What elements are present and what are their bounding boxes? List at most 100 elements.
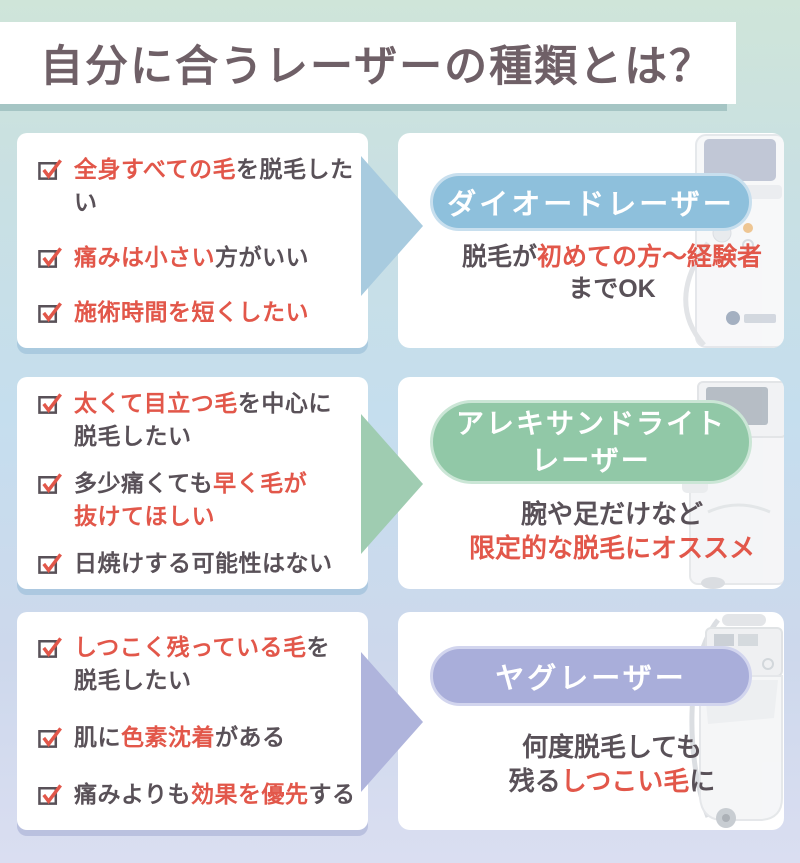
laser-name: ヤグレーザー bbox=[495, 663, 687, 695]
text-line: 脱毛が初めての方〜経験者 bbox=[440, 241, 784, 273]
criteria-text: 多少痛くても早く毛が 抜けてほしい bbox=[74, 467, 307, 533]
result-panel-alexandrite: アレキサンドライト レーザー 腕や足だけなど 限定的な脱毛にオススメ bbox=[398, 377, 784, 589]
text-line: 限定的な脱毛にオススメ bbox=[440, 531, 784, 565]
text-segment: 脱毛したい bbox=[74, 667, 192, 693]
text-line: 施術時間を短くしたい bbox=[74, 296, 309, 329]
criteria-text: しつこく残っている毛を 脱毛したい bbox=[74, 631, 330, 697]
text-line: しつこく残っている毛を bbox=[74, 631, 330, 664]
checkbox-checked-icon bbox=[38, 784, 62, 805]
text-line: 全身すべての毛を脱毛したい bbox=[74, 153, 362, 219]
criteria-text: 痛みは小さい方がいい bbox=[74, 241, 309, 274]
laser-section-yag: しつこく残っている毛を 脱毛したい 肌に色素沈着がある 痛みよりも効果を優先する bbox=[0, 612, 800, 830]
checkbox-checked-icon bbox=[38, 158, 62, 180]
checkbox-checked-icon bbox=[38, 727, 62, 748]
checkbox-checked-icon bbox=[38, 552, 62, 574]
text-segment: 脱毛が bbox=[461, 243, 537, 271]
checkbox-checked-icon bbox=[38, 637, 62, 658]
text-segment: 太くて目立つ毛 bbox=[74, 389, 238, 416]
page-title-band: 自分に合うレーザーの種類とは？ bbox=[0, 22, 736, 104]
text-segment: 腕や足だけなど bbox=[520, 499, 703, 529]
yag-laser-machine-photo bbox=[689, 614, 783, 828]
arrow-right-icon bbox=[361, 652, 423, 792]
text-line: 脱毛したい bbox=[74, 664, 330, 697]
text-segment: 痛みは小さい bbox=[74, 243, 215, 270]
text-segment: 色素沈着 bbox=[121, 724, 215, 750]
text-segment: 日焼けする可能性はない bbox=[74, 549, 333, 576]
text-line: 残るしつこい毛に bbox=[440, 764, 784, 798]
text-line: 抜けてほしい bbox=[74, 500, 307, 533]
text-segment: 初めての方〜経験者 bbox=[537, 243, 763, 271]
text-line: までOK bbox=[440, 273, 784, 305]
arrow-right-icon bbox=[361, 414, 423, 554]
text-segment: しつこく残っている毛 bbox=[74, 634, 307, 660]
criteria-card-yag: しつこく残っている毛を 脱毛したい 肌に色素沈着がある 痛みよりも効果を優先する bbox=[17, 612, 368, 830]
checkbox-checked-icon bbox=[38, 301, 62, 323]
text-segment: 限定的な脱毛にオススメ bbox=[468, 533, 755, 563]
text-segment: 施術時間を短くしたい bbox=[74, 298, 309, 325]
laser-name: アレキサンドライト bbox=[455, 408, 726, 439]
criteria-card-alexandrite: 太くて目立つ毛を中心に 脱毛したい 多少痛くても早く毛が 抜けてほしい 日焼けす… bbox=[17, 377, 368, 589]
checkbox-checked-icon bbox=[38, 246, 62, 268]
result-panel-diode: ダイオードレーザー 脱毛が初めての方〜経験者 までOK bbox=[398, 133, 784, 348]
laser-name: ダイオードレーザー bbox=[447, 189, 735, 221]
criteria-item: 多少痛くても早く毛が 抜けてほしい bbox=[37, 467, 362, 533]
title-band-shadow bbox=[0, 104, 727, 111]
text-segment: までOK bbox=[568, 275, 656, 303]
criteria-item: 施術時間を短くしたい bbox=[37, 296, 362, 329]
text-segment: を中心に bbox=[237, 389, 332, 416]
text-segment: 脱毛したい bbox=[74, 422, 192, 449]
text-segment: する bbox=[308, 781, 356, 807]
criteria-text: 肌に色素沈着がある bbox=[74, 721, 286, 754]
text-line: 肌に色素沈着がある bbox=[74, 721, 286, 754]
criteria-text: 施術時間を短くしたい bbox=[74, 296, 309, 329]
laser-description: 何度脱毛しても 残るしつこい毛に bbox=[440, 730, 784, 798]
checkbox-checked-icon bbox=[38, 392, 62, 414]
text-line: 腕や足だけなど bbox=[440, 497, 784, 531]
text-segment: 早く毛が bbox=[213, 469, 308, 496]
text-segment: がある bbox=[215, 724, 286, 750]
criteria-item: 肌に色素沈着がある bbox=[37, 721, 362, 754]
laser-description: 腕や足だけなど 限定的な脱毛にオススメ bbox=[440, 497, 784, 565]
text-segment: 効果を優先 bbox=[191, 781, 309, 807]
criteria-text: 日焼けする可能性はない bbox=[74, 547, 333, 580]
checkbox-checked-icon bbox=[38, 472, 62, 494]
laser-description: 脱毛が初めての方〜経験者 までOK bbox=[440, 241, 784, 305]
text-segment: 方がいい bbox=[215, 243, 309, 270]
text-line: 日焼けする可能性はない bbox=[74, 547, 333, 580]
laser-name-pill-diode: ダイオードレーザー bbox=[430, 173, 752, 231]
criteria-text: 太くて目立つ毛を中心に 脱毛したい bbox=[74, 387, 332, 453]
criteria-text: 痛みよりも効果を優先する bbox=[74, 778, 356, 811]
text-line: 何度脱毛しても bbox=[440, 730, 784, 764]
criteria-item: 全身すべての毛を脱毛したい bbox=[37, 153, 362, 219]
result-panel-yag: ヤグレーザー 何度脱毛しても 残るしつこい毛に bbox=[398, 612, 784, 830]
text-segment: 抜けてほしい bbox=[74, 502, 215, 529]
criteria-card-diode: 全身すべての毛を脱毛したい 痛みは小さい方がいい 施術時間を短くしたい bbox=[17, 133, 368, 348]
laser-name-pill-alexandrite: アレキサンドライト レーザー bbox=[430, 400, 752, 484]
text-line: 痛みよりも効果を優先する bbox=[74, 778, 356, 811]
criteria-text: 全身すべての毛を脱毛したい bbox=[74, 153, 362, 219]
arrow-right-icon bbox=[361, 156, 423, 296]
criteria-item: 痛みよりも効果を優先する bbox=[37, 778, 362, 811]
laser-name-pill-yag: ヤグレーザー bbox=[430, 646, 752, 706]
text-segment: を脱毛したい bbox=[74, 155, 354, 215]
text-segment: 何度脱毛しても bbox=[522, 732, 702, 762]
laser-section-diode: 全身すべての毛を脱毛したい 痛みは小さい方がいい 施術時間を短くしたい bbox=[0, 133, 800, 348]
criteria-item: 日焼けする可能性はない bbox=[37, 547, 362, 580]
criteria-item: しつこく残っている毛を 脱毛したい bbox=[37, 631, 362, 697]
text-segment: 痛みよりも bbox=[74, 781, 192, 807]
criteria-item: 痛みは小さい方がいい bbox=[37, 241, 362, 274]
text-line: 多少痛くても早く毛が bbox=[74, 467, 307, 500]
text-segment: 肌に bbox=[74, 724, 121, 750]
text-segment: 残る bbox=[508, 766, 561, 796]
criteria-item: 太くて目立つ毛を中心に 脱毛したい bbox=[37, 387, 362, 453]
text-line: 痛みは小さい方がいい bbox=[74, 241, 309, 274]
text-segment: に bbox=[689, 766, 716, 796]
text-segment: 多少痛くても bbox=[74, 469, 214, 496]
text-line: 脱毛したい bbox=[74, 420, 332, 453]
text-line: 太くて目立つ毛を中心に bbox=[74, 387, 332, 420]
text-segment: 全身すべての毛 bbox=[74, 155, 236, 182]
page-title: 自分に合うレーザーの種類とは？ bbox=[40, 43, 715, 91]
laser-section-alexandrite: 太くて目立つ毛を中心に 脱毛したい 多少痛くても早く毛が 抜けてほしい 日焼けす… bbox=[0, 377, 800, 589]
text-segment: しつこい毛 bbox=[560, 766, 690, 796]
laser-name: レーザー bbox=[531, 445, 651, 476]
